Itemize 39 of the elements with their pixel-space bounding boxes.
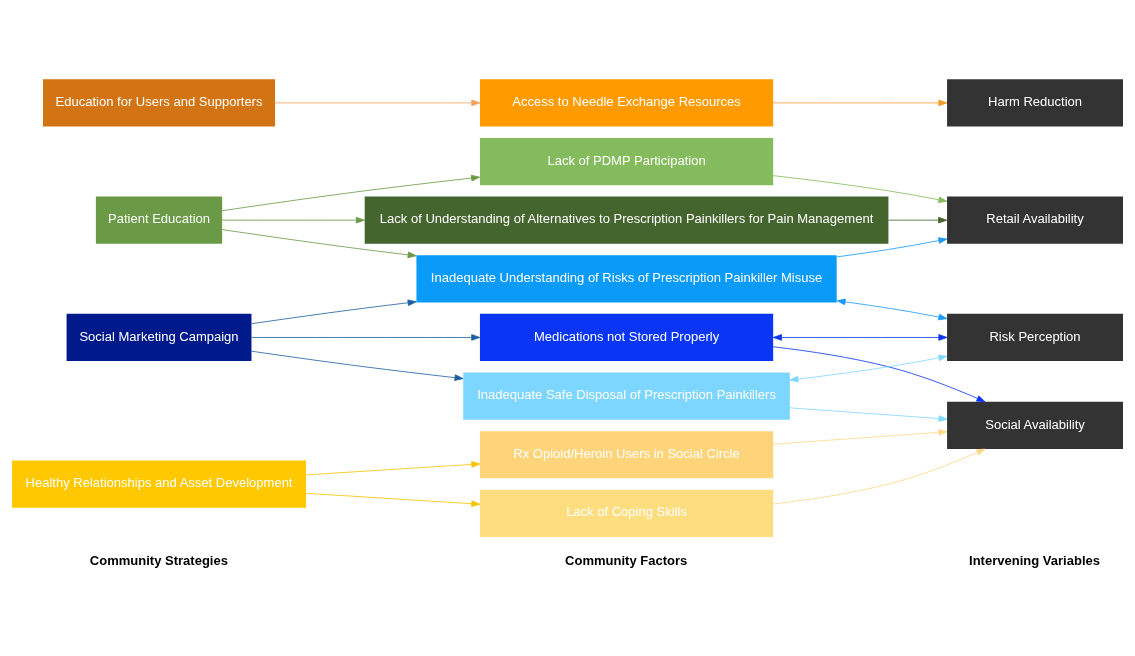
arrow: [789, 354, 948, 382]
node-box: Lack of PDMP Participation: [479, 137, 774, 185]
arrow: [221, 174, 481, 211]
node-box: Access to Needle Exchange Resources: [479, 78, 774, 126]
arrow: [251, 350, 464, 381]
arrow: [772, 345, 986, 402]
arrow: [773, 428, 948, 445]
label: Community Strategies: [89, 552, 228, 568]
arrow: [836, 236, 948, 257]
node-box: Patient Education: [95, 196, 223, 244]
arrow: [888, 216, 948, 223]
node-box: Lack of Coping Skills: [479, 489, 774, 537]
arrow: [772, 448, 986, 504]
arrow: [251, 299, 417, 324]
arrow: [789, 406, 948, 422]
arrow: [305, 492, 481, 507]
arrow: [251, 333, 481, 341]
node-box: Healthy Relationships and Asset Development: [12, 459, 307, 508]
arrow: [221, 216, 365, 223]
node-box: Harm Reduction: [947, 78, 1123, 126]
arrow: [305, 460, 481, 475]
node-box: Inadequate Understanding of Risks of Prescription Painkiller Misuse: [416, 254, 837, 302]
node-box: Lack of Understanding of Alternatives to Prescription Painkillers for Pain Management: [364, 196, 889, 244]
arrow: [221, 228, 417, 258]
node-box: Rx Opioid/Heroin Users in Social Circle: [479, 430, 774, 478]
node-box: Social Availability: [947, 401, 1123, 449]
node-box: Inadequate Safe Disposal of Prescription Painkillers: [463, 372, 790, 420]
arrow: [773, 333, 948, 341]
node-box: Education for Users and Supporters: [42, 78, 276, 126]
arrow: [274, 99, 481, 106]
label: Community Factors: [565, 552, 688, 568]
arrow: [836, 298, 948, 320]
node-box: Retail Availability: [947, 196, 1123, 244]
node-box: Risk Perception: [947, 313, 1123, 361]
node-box: Social Marketing Campaign: [66, 313, 252, 361]
arrow: [773, 99, 948, 106]
arrow: [772, 174, 948, 203]
node-box: Medications not Stored Properly: [479, 313, 774, 361]
label: Intervening Variables: [969, 552, 1100, 568]
